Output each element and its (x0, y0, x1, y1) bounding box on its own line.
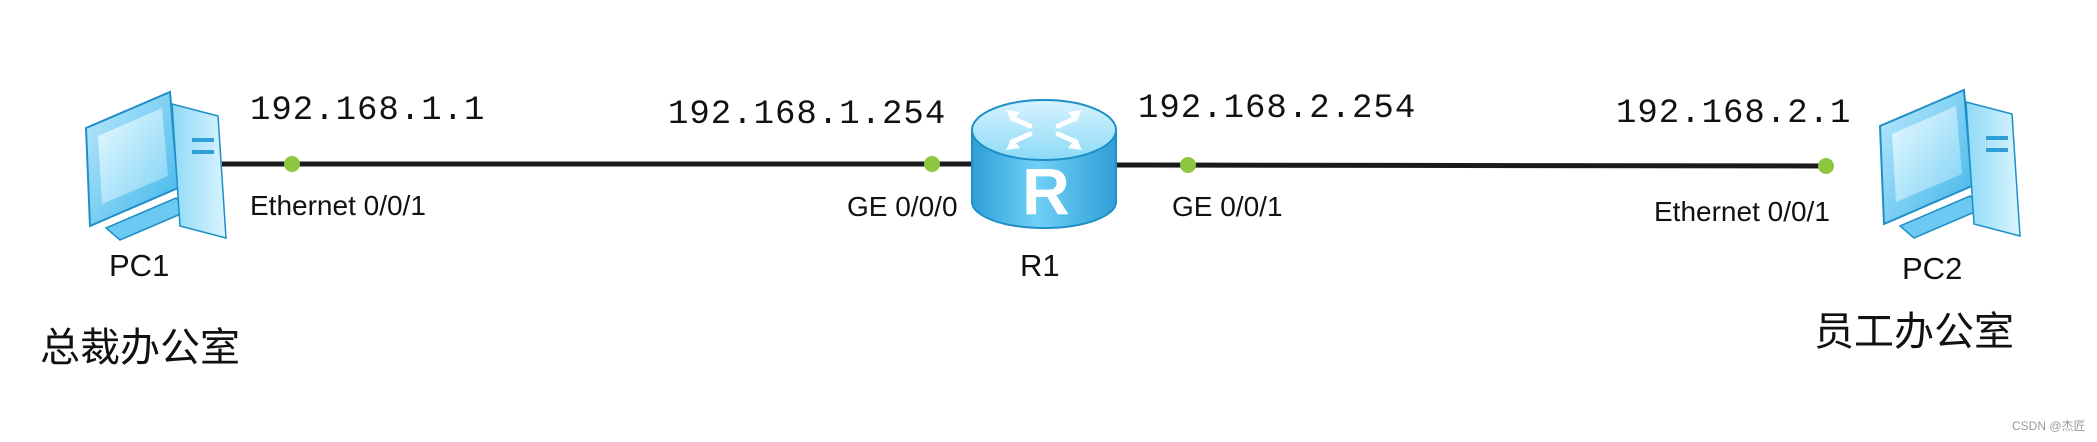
port-label-r1-ge000: GE 0/0/0 (847, 191, 958, 222)
location-label-pc2: 员工办公室 (1814, 310, 2014, 354)
port-dot[interactable] (924, 156, 940, 172)
link-r1-pc2 (1114, 162, 1827, 169)
device-label-pc1: PC1 (109, 248, 170, 283)
ip-label-pc1: 192.168.1.1 (250, 92, 486, 130)
port-label-pc2: Ethernet 0/0/1 (1654, 196, 1830, 227)
location-label-pc1: 总裁办公室 (40, 326, 240, 370)
port-dot[interactable] (1818, 158, 1834, 174)
device-label-pc2: PC2 (1902, 251, 1963, 286)
ip-label-r1-ge001: 192.168.2.254 (1138, 90, 1417, 128)
pc-icon[interactable] (1878, 88, 2021, 239)
port-label-pc1: Ethernet 0/0/1 (250, 190, 426, 221)
port-dot[interactable] (284, 156, 300, 172)
router-icon[interactable]: R (971, 99, 1117, 229)
ip-label-pc2: 192.168.2.1 (1616, 95, 1852, 133)
router-symbol: R (1022, 154, 1070, 228)
ip-label-r1-ge000: 192.168.1.254 (668, 96, 947, 134)
pc-icon[interactable] (84, 90, 227, 241)
device-label-r1: R1 (1020, 248, 1060, 283)
watermark: CSDN @杰匠 (2012, 419, 2086, 433)
port-label-r1-ge001: GE 0/0/1 (1172, 191, 1283, 222)
port-dot[interactable] (1180, 157, 1196, 173)
